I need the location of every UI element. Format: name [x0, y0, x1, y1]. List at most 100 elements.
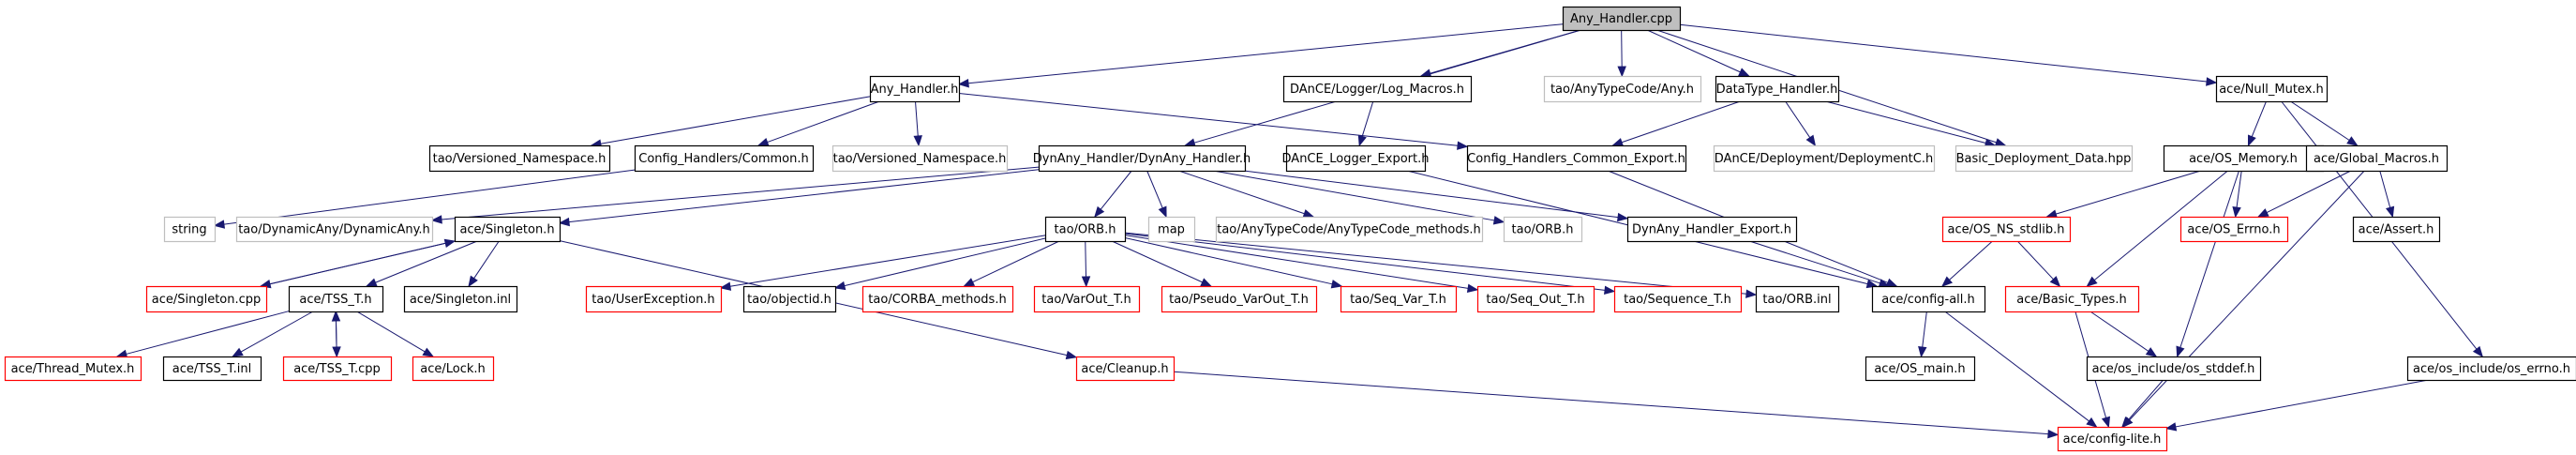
node-basic-deploy: Basic_Deployment_Data.hpp	[1954, 144, 2134, 173]
edge-any_handler_h-to-vns2	[913, 100, 922, 147]
node-label: tao/Seq_Var_T.h	[1350, 293, 1446, 307]
edge-orb_h-to-seq_var	[1124, 236, 1343, 289]
arrowhead-icon	[2086, 276, 2098, 287]
node-objectid[interactable]: tao/objectid.h	[742, 285, 837, 313]
node-box	[1033, 285, 1141, 313]
node-any-handler-h[interactable]: Any_Handler.h	[869, 75, 961, 103]
node-box	[1161, 285, 1318, 313]
node-seq-var[interactable]: tao/Seq_Var_T.h	[1340, 285, 1458, 313]
edge-os_memory-to-os_stddef	[2176, 170, 2239, 358]
node-global-macros[interactable]: ace/Global_Macros.h	[2305, 144, 2449, 173]
node-box	[1713, 144, 1936, 173]
node-label: ace/config-lite.h	[2063, 432, 2162, 447]
node-singleton-cpp[interactable]: ace/Singleton.cpp	[145, 285, 268, 313]
edge-line	[335, 320, 337, 357]
arrowhead-icon	[1616, 212, 1629, 222]
node-dynany-handler[interactable]: DynAny_Handler/DynAny_Handler.h	[1033, 144, 1251, 173]
edge-line	[729, 235, 1046, 287]
node-label: string	[172, 223, 206, 237]
node-label: ace/os_include/os_stddef.h	[2092, 362, 2255, 376]
node-singleton-inl[interactable]: ace/Singleton.inl	[403, 285, 518, 313]
edge-line	[1124, 236, 1333, 285]
node-log-macros[interactable]: DAnCE/Logger/Log_Macros.h	[1282, 75, 1473, 103]
node-label: ace/config-all.h	[1881, 293, 1975, 307]
edge-line	[568, 169, 1040, 223]
node-datatype-handler[interactable]: DataType_Handler.h	[1715, 75, 1840, 103]
node-sequence-t[interactable]: tao/Sequence_T.h	[1613, 285, 1743, 313]
node-box	[1285, 144, 1427, 173]
node-singleton-h[interactable]: ace/Singleton.h	[454, 216, 562, 243]
node-map: map	[1147, 216, 1196, 243]
edge-basic_types-to-os_stddef	[2089, 311, 2158, 357]
arrowhead-icon	[1200, 278, 1213, 287]
node-label: DataType_Handler.h	[1716, 83, 1838, 97]
node-orb-h[interactable]: tao/ORB.h	[1044, 216, 1127, 243]
node-label: ace/Cleanup.h	[1081, 362, 1168, 376]
node-box	[454, 216, 562, 243]
node-thread-mutex[interactable]: ace/Thread_Mutex.h	[4, 356, 142, 382]
arrowhead-icon	[756, 137, 770, 146]
node-dance-logger-export[interactable]: DAnCE_Logger_Export.h	[1282, 144, 1430, 173]
node-userexception[interactable]: tao/UserException.h	[585, 285, 723, 313]
edge-line	[844, 237, 1046, 287]
node-os-errno-inc[interactable]: ace/os_include/os_errno.h	[2406, 356, 2576, 382]
node-label: tao/CORBA_methods.h	[868, 293, 1006, 307]
arrowhead-icon	[2346, 136, 2359, 146]
node-vns2: tao/Versioned_Namespace.h	[831, 144, 1009, 173]
node-basic-types[interactable]: ace/Basic_Types.h	[2004, 285, 2140, 313]
node-deploymentc: DAnCE/Deployment/DeploymentC.h	[1713, 144, 1936, 173]
node-label: map	[1158, 223, 1185, 237]
node-os-main[interactable]: ace/OS_main.h	[1865, 356, 1976, 382]
node-box	[861, 285, 1014, 313]
edge-line	[2175, 379, 2429, 428]
node-box	[2352, 216, 2441, 243]
node-ch-common-export[interactable]: Config_Handlers_Common_Export.h	[1466, 144, 1687, 173]
node-cleanup[interactable]: ace/Cleanup.h	[1075, 356, 1176, 382]
node-box	[2004, 285, 2140, 313]
node-os-errno[interactable]: ace/OS_Errno.h	[2179, 216, 2289, 243]
edge-tss_t_h-to-thread_mutex	[115, 311, 290, 358]
edge-dynany_handler-to-singleton_h	[558, 169, 1040, 227]
arrowhead-icon	[1994, 138, 2007, 147]
node-os-memory[interactable]: ace/OS_Memory.h	[2163, 144, 2325, 173]
node-varout[interactable]: tao/VarOut_T.h	[1033, 285, 1141, 313]
node-vns1[interactable]: tao/Versioned_Namespace.h	[428, 144, 611, 173]
node-box	[235, 216, 434, 243]
node-seq-out[interactable]: tao/Seq_Out_T.h	[1476, 285, 1595, 313]
edge-line	[1785, 100, 1811, 138]
edge-datatype_handler-to-ch_common_export	[1611, 100, 1741, 147]
node-null-mutex[interactable]: ace/Null_Mutex.h	[2215, 75, 2329, 103]
node-label: tao/AnyTypeCode/AnyTypeCode_methods.h	[1217, 223, 1481, 237]
node-label: tao/ORB.h	[1055, 223, 1116, 237]
edge-line	[1679, 23, 2208, 83]
node-os-ns-stdlib[interactable]: ace/OS_NS_stdlib.h	[1941, 216, 2072, 243]
node-corba-methods[interactable]: tao/CORBA_methods.h	[861, 285, 1014, 313]
edge-line	[1944, 311, 2089, 422]
arrowhead-icon	[2164, 422, 2178, 432]
node-label: ace/Singleton.inl	[410, 293, 511, 307]
node-tss-t-cpp[interactable]: ace/TSS_T.cpp	[282, 356, 393, 382]
edge-singleton_h-to-tss_t_h	[365, 240, 478, 287]
node-dynany-export[interactable]: DynAny_Handler_Export.h	[1626, 216, 1798, 243]
node-config-lite[interactable]: ace/config-lite.h	[2057, 426, 2168, 452]
node-pseudo-varout[interactable]: tao/Pseudo_VarOut_T.h	[1161, 285, 1318, 313]
node-atc-methods: tao/AnyTypeCode/AnyTypeCode_methods.h	[1215, 216, 1484, 243]
node-any-h: tao/AnyTypeCode/Any.h	[1543, 75, 1702, 103]
arrowhead-icon	[2247, 134, 2256, 147]
node-label: ace/os_include/os_errno.h	[2413, 362, 2570, 376]
arrowhead-icon	[1738, 68, 1750, 77]
node-label: tao/VarOut_T.h	[1041, 293, 1131, 307]
node-box	[1871, 285, 1986, 313]
node-common-h[interactable]: Config_Handlers/Common.h	[634, 144, 815, 173]
node-orb-inl[interactable]: tao/ORB.inl	[1755, 285, 1840, 313]
arrowhead-icon	[1094, 205, 1105, 219]
node-box	[1075, 356, 1176, 382]
node-assert-h[interactable]: ace/Assert.h	[2352, 216, 2441, 243]
edge-line	[2179, 170, 2239, 348]
node-lock-h[interactable]: ace/Lock.h	[412, 356, 495, 382]
node-config-all[interactable]: ace/config-all.h	[1871, 285, 1986, 313]
node-os-stddef[interactable]: ace/os_include/os_stddef.h	[2086, 356, 2262, 382]
node-tss-t-inl[interactable]: ace/TSS_T.inl	[162, 356, 262, 382]
node-tss-t-h[interactable]: ace/TSS_T.h	[288, 285, 384, 313]
